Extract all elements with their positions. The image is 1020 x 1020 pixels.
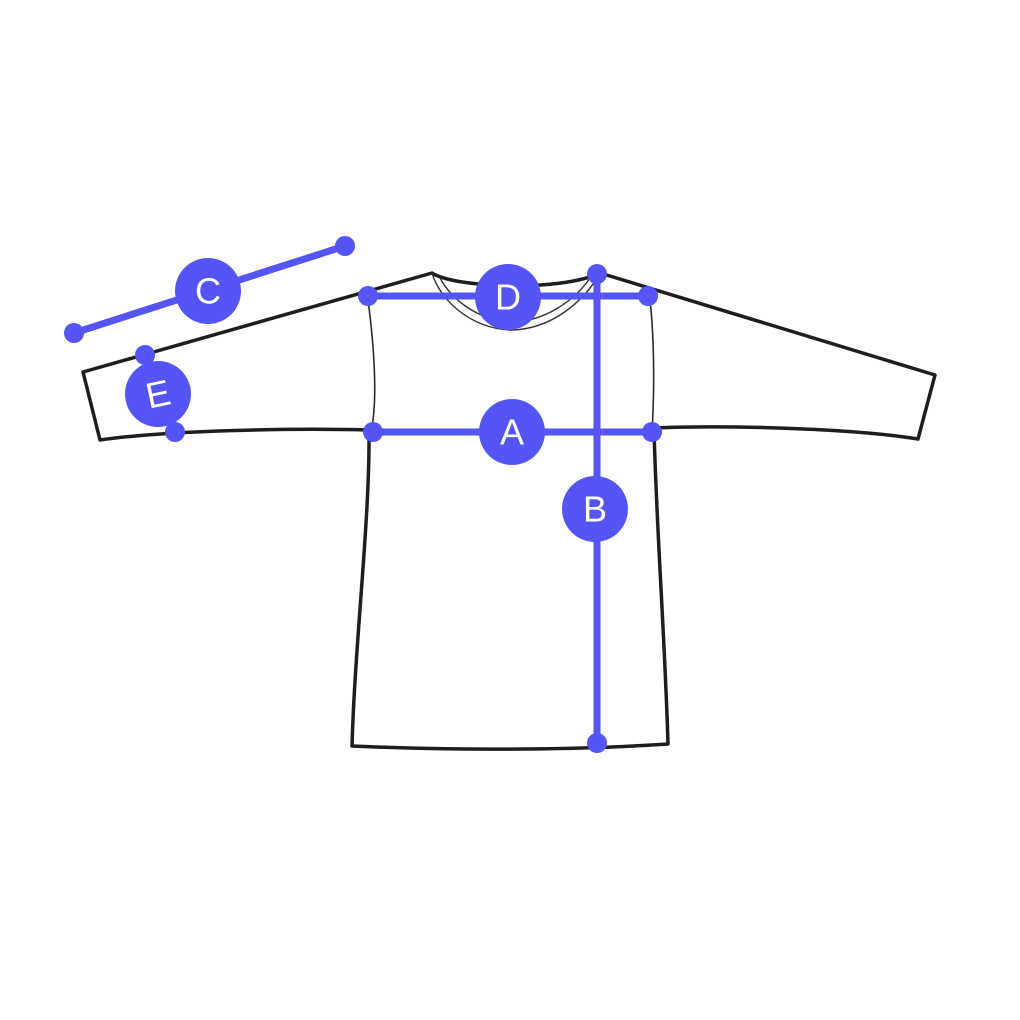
measurement-e: E xyxy=(125,345,191,442)
measurement-a-badge xyxy=(479,399,545,465)
measurement-c: C xyxy=(64,236,355,343)
measurement-a-start-dot xyxy=(363,422,383,442)
measurement-c-start-dot xyxy=(64,323,84,343)
measurement-e-end-dot xyxy=(165,422,185,442)
measurement-d-badge xyxy=(475,264,541,330)
measurement-e-badge xyxy=(125,361,191,427)
measurement-b-end-dot xyxy=(587,733,607,753)
measurement-d-end-dot xyxy=(638,286,658,306)
measurement-a-end-dot xyxy=(642,422,662,442)
left-armhole-seam xyxy=(367,299,376,433)
measurement-b-label: B xyxy=(583,489,607,530)
measurement-d-start-dot xyxy=(358,286,378,306)
measurement-guides: A B C D xyxy=(64,236,662,753)
measurement-a-label: A xyxy=(500,412,524,453)
measurement-c-end-dot xyxy=(335,236,355,256)
measurement-c-label: C xyxy=(195,271,221,312)
shirt-outline xyxy=(81,271,937,751)
measurement-d: D xyxy=(358,264,658,330)
measurement-c-badge xyxy=(175,258,241,324)
measurement-b-badge xyxy=(562,476,628,542)
right-armhole-seam xyxy=(649,299,655,433)
measurement-a: A xyxy=(363,399,662,465)
measurement-d-label: D xyxy=(495,277,521,318)
garment-drawing xyxy=(81,271,937,751)
measurement-e-start-dot xyxy=(135,345,155,365)
measurement-b: B xyxy=(562,264,628,753)
measurement-b-start-dot xyxy=(587,264,607,284)
